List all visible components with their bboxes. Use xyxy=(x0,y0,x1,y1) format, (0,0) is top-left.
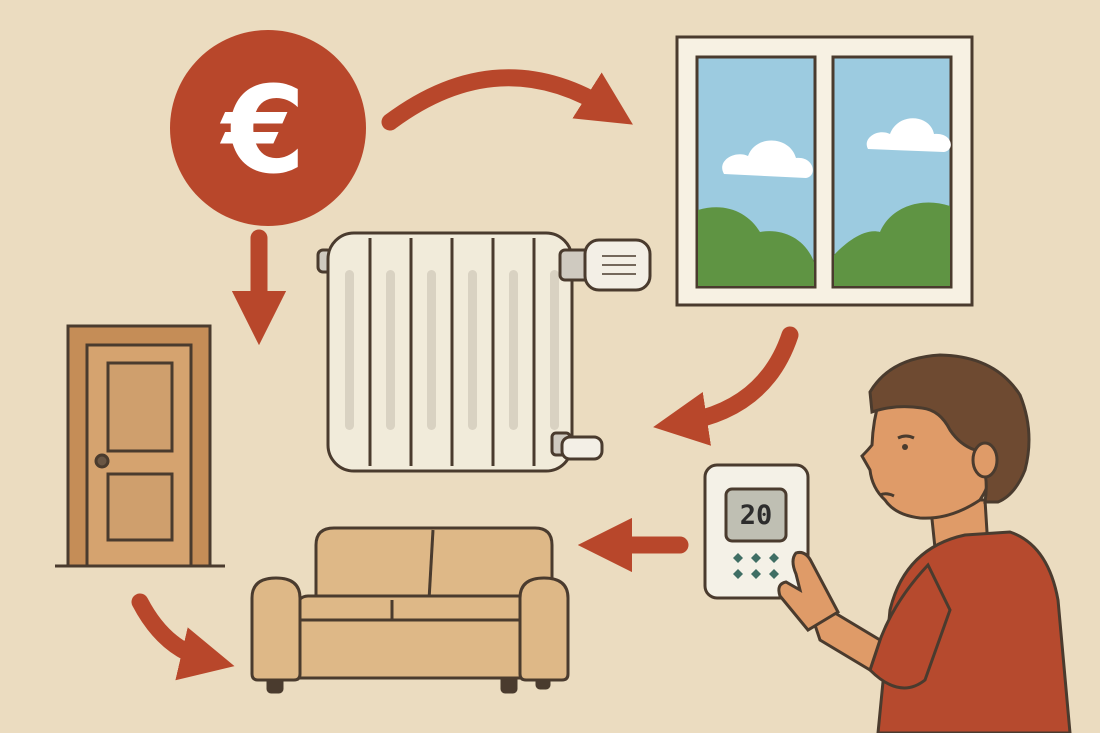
thermostat-display: 20 xyxy=(740,500,773,531)
thermostat-icon: 20 xyxy=(703,463,810,600)
arrow-window-to-radiator xyxy=(653,326,799,446)
arrow-door-to-sofa xyxy=(131,593,235,681)
euro-symbol: € xyxy=(219,62,306,201)
person-icon xyxy=(777,353,1072,733)
euro-coin-icon: € xyxy=(170,30,366,226)
window-icon xyxy=(675,35,974,307)
radiator-icon xyxy=(316,231,652,473)
flow-arrows xyxy=(131,69,799,681)
sofa-icon xyxy=(250,526,570,694)
door-icon xyxy=(55,324,225,568)
arrow-euro-to-window xyxy=(381,69,633,131)
